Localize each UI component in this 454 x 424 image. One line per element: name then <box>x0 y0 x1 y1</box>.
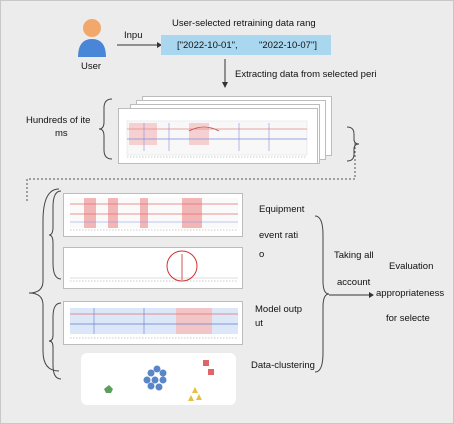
cluster-plot <box>104 360 214 401</box>
input-label: Inpu <box>124 30 143 41</box>
dashed-connector <box>26 143 356 203</box>
equipment-label-line1: Equipment <box>259 204 305 215</box>
stack-label-line1: Hundreds of ite <box>26 115 91 126</box>
stack-label-line2: ms <box>55 128 68 139</box>
clustering-label: Data-clustering <box>251 360 315 371</box>
range-end: "2022-10-07"] <box>259 40 317 51</box>
evaluation-line2: appropriateness <box>376 288 445 299</box>
evaluation-arrow <box>329 292 374 298</box>
equipment-panel <box>63 193 243 237</box>
model-output-panel <box>63 301 243 345</box>
model-output-plot <box>70 308 238 339</box>
user-label: User <box>81 61 102 72</box>
evaluation-line3: for selecte <box>386 313 430 324</box>
stack-chart-front <box>118 108 318 164</box>
input-arrow <box>117 42 162 48</box>
model-label-line2: ut <box>255 318 263 329</box>
clustering-panel <box>81 353 236 405</box>
range-start: ["2022-10-01", <box>177 40 238 51</box>
equipment-label-line2: event rati <box>259 230 299 241</box>
combine-brace <box>314 215 330 373</box>
stack-chart-plot <box>126 120 308 158</box>
sub-brace-bottom <box>48 302 62 380</box>
equipment-label-line3: o <box>259 249 265 260</box>
model-label-line1: Model outp <box>255 304 303 315</box>
range-box: ["2022-10-01", "2022-10-07"] <box>161 35 331 55</box>
cluster-green-point <box>104 385 113 393</box>
equipment-plot <box>70 198 238 231</box>
anomaly-panel <box>63 247 243 289</box>
range-title: User-selected retraining data rang <box>172 18 316 29</box>
extract-label: Extracting data from selected peri <box>235 69 377 80</box>
stack-right-brace <box>346 126 360 162</box>
group-left-brace <box>28 188 60 372</box>
sub-brace-top <box>48 190 62 280</box>
evaluation-line1: Evaluation <box>389 261 434 272</box>
stack-left-brace <box>98 98 113 160</box>
taking-all-line2: account <box>337 277 371 288</box>
user-icon <box>78 19 106 57</box>
extract-arrow <box>222 59 228 88</box>
anomaly-plot <box>70 250 238 282</box>
taking-all-line1: Taking all <box>334 250 374 261</box>
